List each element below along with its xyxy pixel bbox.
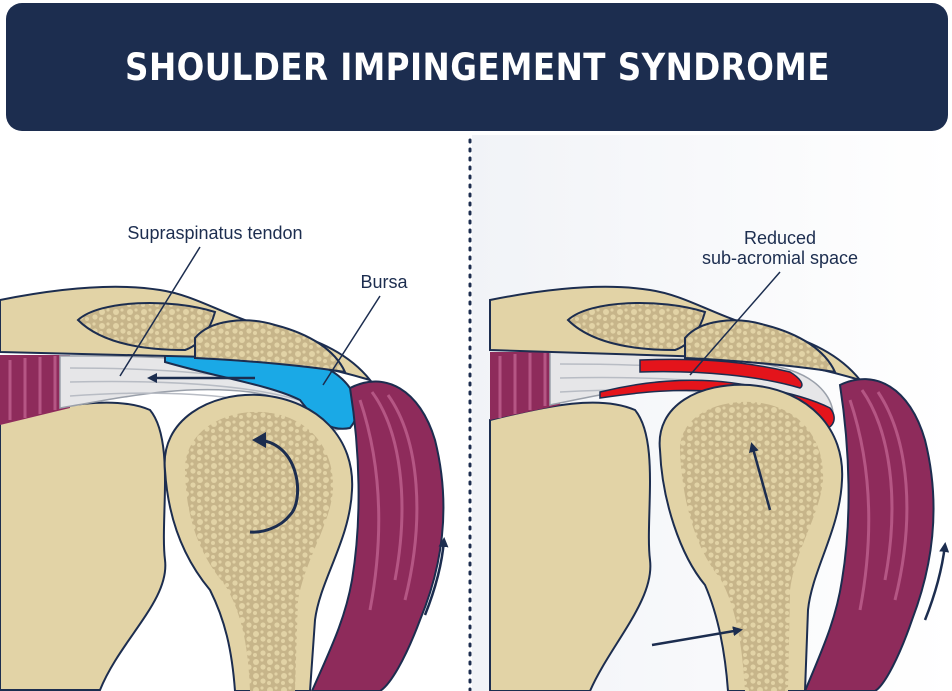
- left-panel: Supraspinatus tendon Bursa: [0, 223, 449, 691]
- inflamed-tissue-upper: [639, 358, 803, 389]
- deltoid-arrow-left: [423, 537, 449, 616]
- muscle-right-supraspinatus: [490, 352, 560, 420]
- deltoid-arrow-right: [923, 542, 950, 621]
- leader-line-bursa: [322, 295, 381, 386]
- page-title: SHOULDER IMPINGEMENT SYNDROME: [124, 45, 830, 89]
- muscle-left-supraspinatus: [0, 355, 70, 425]
- leader-line-tendon: [119, 246, 201, 377]
- humerus-upward-arrow: [749, 442, 772, 511]
- title-banner: SHOULDER IMPINGEMENT SYNDROME: [6, 3, 948, 131]
- label-bursa: Bursa: [360, 272, 408, 292]
- label-supraspinatus-tendon: Supraspinatus tendon: [127, 223, 302, 243]
- scapula-left: [0, 401, 167, 691]
- acromion-end-left: [194, 319, 347, 374]
- label-sub-acromial-space: sub-acromial space: [702, 248, 858, 268]
- scapula-right: [489, 401, 652, 691]
- label-reduced: Reduced: [744, 228, 816, 248]
- acromion-end-right: [684, 319, 837, 374]
- push-arrow: [651, 626, 743, 647]
- right-panel: Reduced sub-acromial space: [489, 228, 950, 691]
- rotation-arrow: [249, 438, 300, 534]
- leader-line-space: [689, 271, 781, 376]
